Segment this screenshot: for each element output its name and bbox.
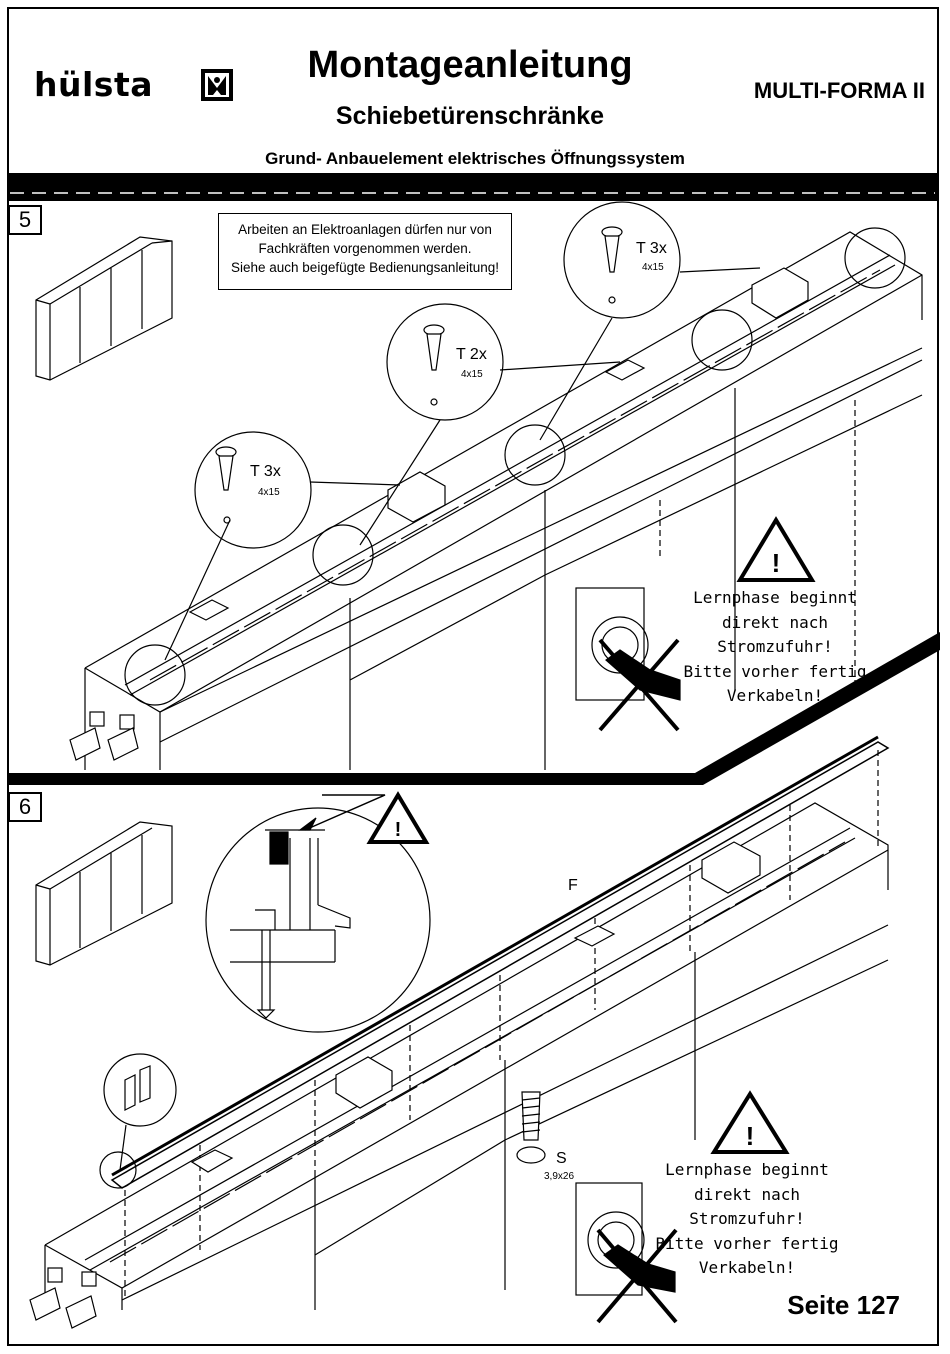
screw-size-1: 4x15 xyxy=(258,487,280,498)
screw-label-2: T 2x xyxy=(456,346,487,363)
rail-end-detail-callout xyxy=(99,1053,177,1189)
screw-size-s: 3,9x26 xyxy=(544,1171,575,1182)
wardrobe-thumbnail-5 xyxy=(35,236,173,381)
learning-phase-warning-6: Lernphase beginnt direkt nach Stromzufuh… xyxy=(652,1158,842,1281)
note-line-1: Arbeiten an Elektroanlagen dürfen nur vo… xyxy=(238,222,492,237)
detail-circles-step5 xyxy=(124,227,906,706)
warning-line: Bitte vorher fertig xyxy=(683,661,867,681)
socket-crossed-icon-6 xyxy=(575,1182,678,1324)
warning-triangle-icon-6b xyxy=(710,1090,790,1154)
control-units-step6 xyxy=(190,841,761,1173)
screw-label-s: S xyxy=(556,1150,567,1167)
note-line-2: Fachkräften vorgenommen werden. xyxy=(258,241,472,256)
cabinet-step6 xyxy=(44,735,890,1310)
control-units-step5 xyxy=(188,267,809,621)
svg-text:!: ! xyxy=(746,1121,755,1151)
warning-triangle-icon-5 xyxy=(736,516,816,582)
electrical-safety-note: Arbeiten an Elektroanlagen dürfen nur vo… xyxy=(218,213,512,290)
warning-line: direkt nach xyxy=(722,612,828,632)
warning-line: Lernphase beginnt xyxy=(693,588,857,607)
screw-label-1: T 3x xyxy=(250,463,281,480)
page-title: Montageanleitung xyxy=(307,44,633,86)
svg-text:!: ! xyxy=(772,548,781,578)
warning-line: Verkabeln! xyxy=(698,1258,796,1277)
warning-line: Stromzufuhr! xyxy=(717,637,833,656)
warning-line: direkt nach xyxy=(694,1184,800,1204)
wardrobe-thumbnail-6 xyxy=(35,821,173,966)
learning-phase-warning-5: Lernphase beginnt direkt nach Stromzufuh… xyxy=(680,586,870,709)
step-number-5: 5 xyxy=(8,205,42,235)
header-divider-bar xyxy=(7,173,939,201)
section-description: Grund- Anbauelement elektrisches Öffnung… xyxy=(265,149,685,168)
warning-line: Stromzufuhr! xyxy=(689,1209,805,1228)
screw-size-3: 4x15 xyxy=(642,262,664,273)
svg-text:!: ! xyxy=(395,819,402,841)
note-line-3: Siehe auch beigefügte Bedienungsanleitun… xyxy=(231,260,499,275)
brand-logo-text: hülsta xyxy=(34,65,153,104)
brand-emblem-icon xyxy=(201,69,233,101)
product-name: MULTI-FORMA II xyxy=(753,78,925,103)
screw-s-icon xyxy=(516,1091,546,1164)
page-frame xyxy=(7,7,939,1346)
power-plugs-step5 xyxy=(69,711,139,761)
screw-size-2: 4x15 xyxy=(461,369,483,380)
screw-callouts-step5 xyxy=(164,201,761,661)
screw-label-3: T 3x xyxy=(636,240,667,257)
page-subtitle: Schiebetürenschränke xyxy=(335,102,605,130)
warning-triangle-icon-6a xyxy=(366,791,430,844)
warning-line: Verkabeln! xyxy=(726,686,824,705)
power-plugs-step6 xyxy=(29,1267,97,1329)
profile-detail-callout xyxy=(205,794,431,1033)
step-number-6: 6 xyxy=(8,792,42,822)
socket-crossed-icon-5 xyxy=(575,587,681,732)
warning-line: Lernphase beginnt xyxy=(665,1160,829,1179)
rail-label-f: F xyxy=(568,877,578,894)
warning-line: Bitte vorher fertig xyxy=(655,1233,839,1253)
page-number: Seite 127 xyxy=(787,1290,900,1320)
